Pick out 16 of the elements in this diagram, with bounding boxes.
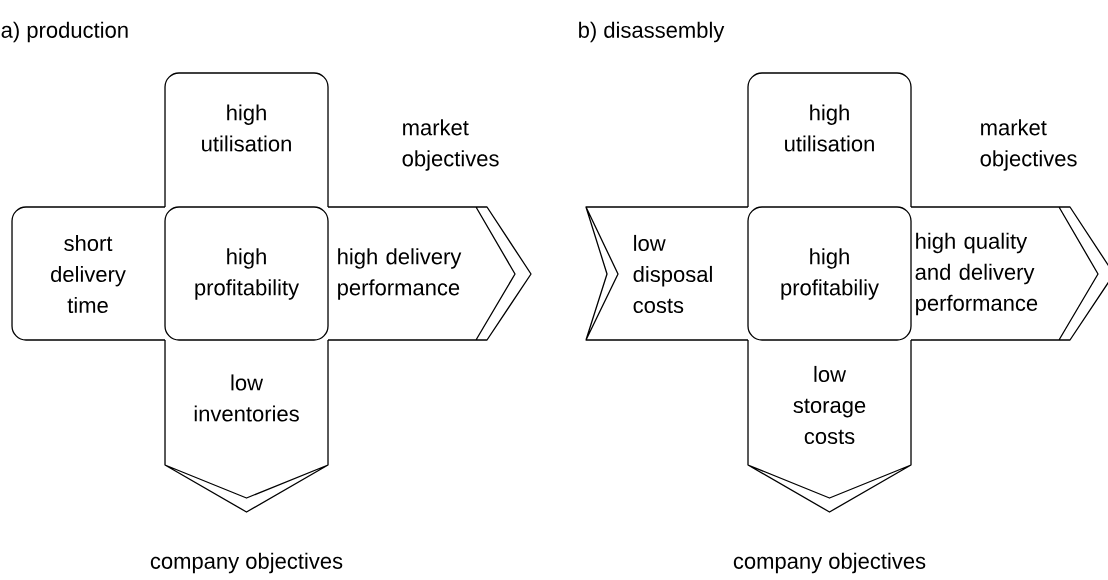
side-label: market objectives xyxy=(402,119,499,171)
rounded-box: high profitabiliy xyxy=(747,206,912,341)
notched-arrow-box: low disposal costs xyxy=(585,206,749,341)
arrow-box: high quality and delivery performance xyxy=(910,206,1108,341)
arrow-box: low storage costs xyxy=(747,339,912,513)
panel-title: b) disassembly xyxy=(579,21,725,43)
rounded-box: short delivery time xyxy=(11,206,166,341)
side-label: market objectives xyxy=(980,119,1077,171)
arrow-box: low inventories xyxy=(164,339,329,513)
rounded-box: high utilisation xyxy=(164,72,329,208)
side-label: company objectives xyxy=(150,552,343,574)
arrow-box: high delivery performance xyxy=(327,206,532,341)
rounded-box: high utilisation xyxy=(747,72,912,208)
panel-title: a) production xyxy=(1,21,128,43)
side-label: company objectives xyxy=(733,552,926,574)
rounded-box: high profitability xyxy=(164,206,329,341)
